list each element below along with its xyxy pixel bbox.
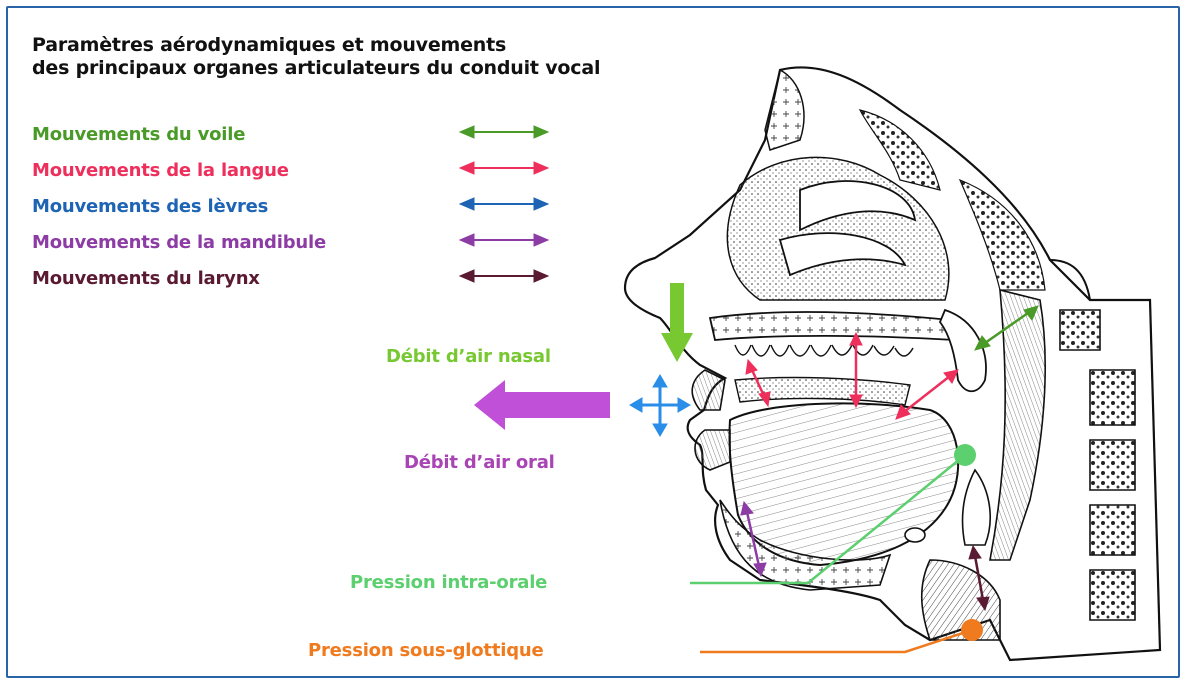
upper-teeth <box>735 345 913 356</box>
legend-arrow-larynx <box>460 270 548 282</box>
legend-arrows <box>460 126 548 282</box>
legend-arrow-mandibule <box>460 234 548 246</box>
legend-arrow-levres <box>460 198 548 210</box>
lips-movement-cross <box>630 375 690 436</box>
oral-airflow-arrow <box>474 380 610 430</box>
legend-arrow-langue <box>460 162 548 174</box>
legend-arrow-voile <box>460 126 548 138</box>
skull-outline <box>625 67 1160 660</box>
